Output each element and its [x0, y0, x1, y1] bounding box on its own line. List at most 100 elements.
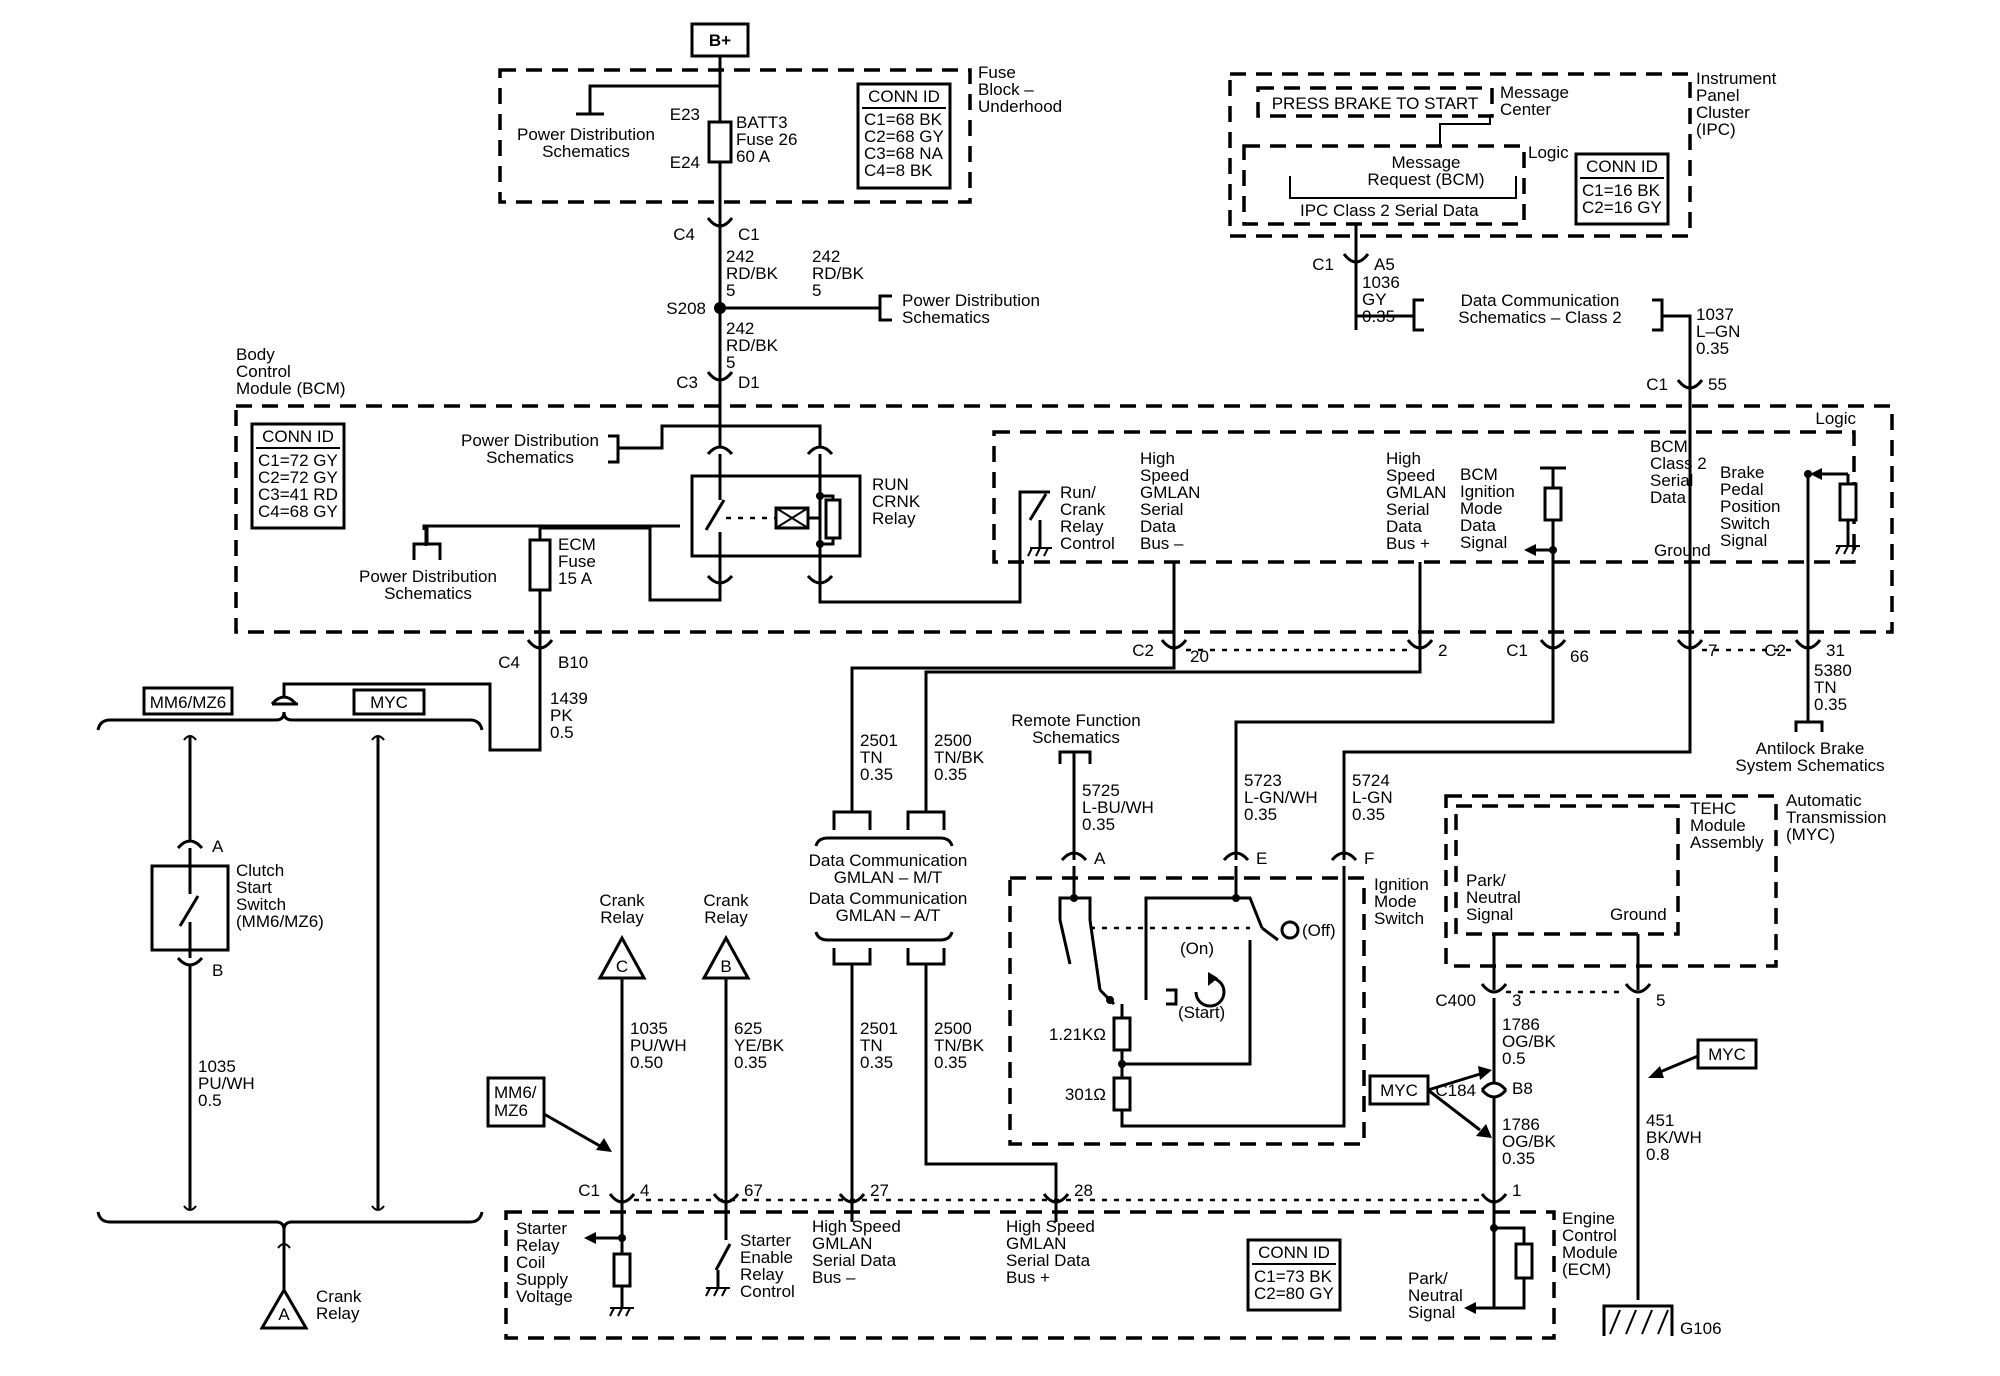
- relay-term-1: [706, 445, 734, 456]
- wire-fb-pd: [588, 84, 720, 114]
- gmlan-mt-label: Data Communication GMLAN – M/T: [809, 851, 968, 887]
- svg-text:L-GN/WH: L-GN/WH: [1244, 788, 1318, 807]
- conn-ign-a: [1060, 851, 1088, 862]
- wire-1439-label: 1439 PK 0.5: [550, 689, 588, 742]
- ground-g106: [1602, 1304, 1674, 1336]
- svg-text:CRNK: CRNK: [872, 492, 921, 511]
- gmlan-mt-conn-2: [906, 810, 946, 830]
- svg-text:0.50: 0.50: [630, 1053, 663, 1072]
- svg-text:Message: Message: [1392, 153, 1461, 172]
- wire-relay-ecm: [540, 526, 722, 602]
- ipc-title: Instrument Panel Cluster (IPC): [1696, 69, 1777, 139]
- svg-text:Brake: Brake: [1720, 463, 1764, 482]
- wire-1439: [282, 648, 542, 752]
- wire-5723: [1234, 648, 1555, 860]
- svg-text:C4=68 GY: C4=68 GY: [258, 502, 338, 521]
- pin-bcm-c1-55: C1: [1646, 375, 1668, 394]
- svg-text:C3=41 RD: C3=41 RD: [258, 485, 338, 504]
- svg-text:Serial Data: Serial Data: [1006, 1251, 1091, 1270]
- conn-ign-f: [1330, 851, 1358, 862]
- runcrank-switch: [1028, 493, 1048, 521]
- svg-text:Pedal: Pedal: [1720, 480, 1763, 499]
- ipc-conn-id-title: CONN ID: [1586, 157, 1658, 176]
- pin-a-label: A: [212, 837, 224, 856]
- svg-text:High Speed: High Speed: [812, 1217, 901, 1236]
- relay-contact: [704, 499, 726, 531]
- starter-enable-switch: [714, 1243, 732, 1271]
- s208-pd-label: Power Distribution Schematics: [902, 291, 1040, 327]
- starter-relay-label: Starter Relay Coil Supply Voltage: [516, 1219, 573, 1306]
- bcm-conn-id: [250, 422, 346, 530]
- svg-text:0.35: 0.35: [1244, 805, 1277, 824]
- pin-c184: C184: [1435, 1081, 1476, 1100]
- svg-text:0.35: 0.35: [860, 765, 893, 784]
- svg-text:Control: Control: [740, 1282, 795, 1301]
- conn-ecm-28: [1042, 1193, 1070, 1204]
- svg-text:Bus –: Bus –: [1140, 534, 1184, 553]
- ipc-conn-id-rows: C1=16 BK C2=16 GY: [1582, 181, 1662, 217]
- svg-text:Serial: Serial: [1650, 471, 1693, 490]
- pin-ecm-27: 27: [870, 1181, 889, 1200]
- pin-a5: A5: [1374, 255, 1395, 274]
- gmlan-at-brace: [814, 931, 954, 942]
- ign-start-contact: [1166, 988, 1178, 1006]
- bcm-hs-plus-label: High Speed GMLAN Serial Data Bus +: [1386, 449, 1446, 553]
- pin-c2-31-c: C2: [1764, 641, 1786, 660]
- pin-c2-20-c: C2: [1132, 641, 1154, 660]
- ign-start-label: (Start): [1178, 1003, 1225, 1022]
- bcm-class2-label: BCM Class 2 Serial Data: [1650, 437, 1707, 507]
- bcm-logic-label: Logic: [1815, 409, 1856, 428]
- pin-ipc-c1: C1: [1312, 255, 1334, 274]
- fb-pd-label: Power Distribution Schematics: [517, 125, 655, 161]
- ipc-message-request: Message Request (BCM): [1367, 153, 1484, 189]
- starter-enable-label: Starter Enable Relay Control: [740, 1231, 795, 1301]
- svg-text:TN: TN: [1814, 678, 1837, 697]
- abs-bracket: [1794, 720, 1824, 732]
- gmlan-at-label: Data Communication GMLAN – A/T: [809, 889, 968, 925]
- svg-text:C3=68 NA: C3=68 NA: [864, 144, 944, 163]
- svg-text:0.35: 0.35: [1082, 815, 1115, 834]
- svg-text:2500: 2500: [934, 1019, 972, 1038]
- svg-text:MZ6: MZ6: [494, 1101, 528, 1120]
- wire-1037-label: 1037 L–GN 0.35: [1696, 305, 1740, 358]
- conn-c400-3: [1480, 983, 1508, 994]
- ignition-switch-outline: [1008, 876, 1366, 1146]
- svg-text:C2=68 GY: C2=68 GY: [864, 127, 944, 146]
- svg-text:5724: 5724: [1352, 771, 1390, 790]
- svg-text:Schematics: Schematics: [384, 584, 472, 603]
- pin-b10: B10: [558, 653, 588, 672]
- svg-text:Enable: Enable: [740, 1248, 793, 1267]
- svg-text:Switch: Switch: [236, 895, 286, 914]
- svg-text:Start: Start: [236, 878, 272, 897]
- bcm-hs-minus-label: High Speed GMLAN Serial Data Bus –: [1140, 449, 1200, 553]
- svg-text:Crank: Crank: [703, 891, 749, 910]
- wire-2500-top: [924, 648, 1422, 812]
- svg-text:Control: Control: [236, 362, 291, 381]
- svg-text:0.5: 0.5: [198, 1091, 222, 1110]
- wire-2501-label-a: 2501 TN 0.35: [860, 731, 898, 784]
- svg-text:PK: PK: [550, 706, 573, 725]
- ign-resistor: [1543, 486, 1563, 522]
- gmlan-at-conn-2: [906, 948, 946, 966]
- fuse-block-title: Fuse Block – Underhood: [978, 63, 1062, 116]
- svg-text:Data: Data: [1650, 488, 1686, 507]
- svg-text:MM6/: MM6/: [494, 1083, 537, 1102]
- ipc-request-bracket: [1289, 176, 1517, 199]
- svg-text:Neutral: Neutral: [1408, 1286, 1463, 1305]
- ecm-hs-minus-label: High Speed GMLAN Serial Data Bus –: [812, 1217, 901, 1287]
- gmlan-at-conn-1: [832, 948, 872, 966]
- datacomm-class2-label: Data Communication Schematics – Class 2: [1458, 291, 1621, 327]
- ign-off-label: (Off): [1302, 921, 1336, 940]
- svg-text:0.35: 0.35: [860, 1053, 893, 1072]
- svg-text:Starter: Starter: [740, 1231, 791, 1250]
- svg-text:Serial: Serial: [1386, 500, 1429, 519]
- svg-text:Fuse: Fuse: [558, 552, 596, 571]
- svg-text:Underhood: Underhood: [978, 97, 1062, 116]
- svg-text:5723: 5723: [1244, 771, 1282, 790]
- gmlan-mt-conn-1: [832, 810, 872, 830]
- pin-c400: C400: [1435, 991, 1476, 1010]
- bcm-conn-id-title: CONN ID: [262, 427, 334, 446]
- option-brace-bottom: [96, 1211, 484, 1231]
- ign-start-arrow: [1194, 976, 1226, 1008]
- svg-text:60 A: 60 A: [736, 147, 771, 166]
